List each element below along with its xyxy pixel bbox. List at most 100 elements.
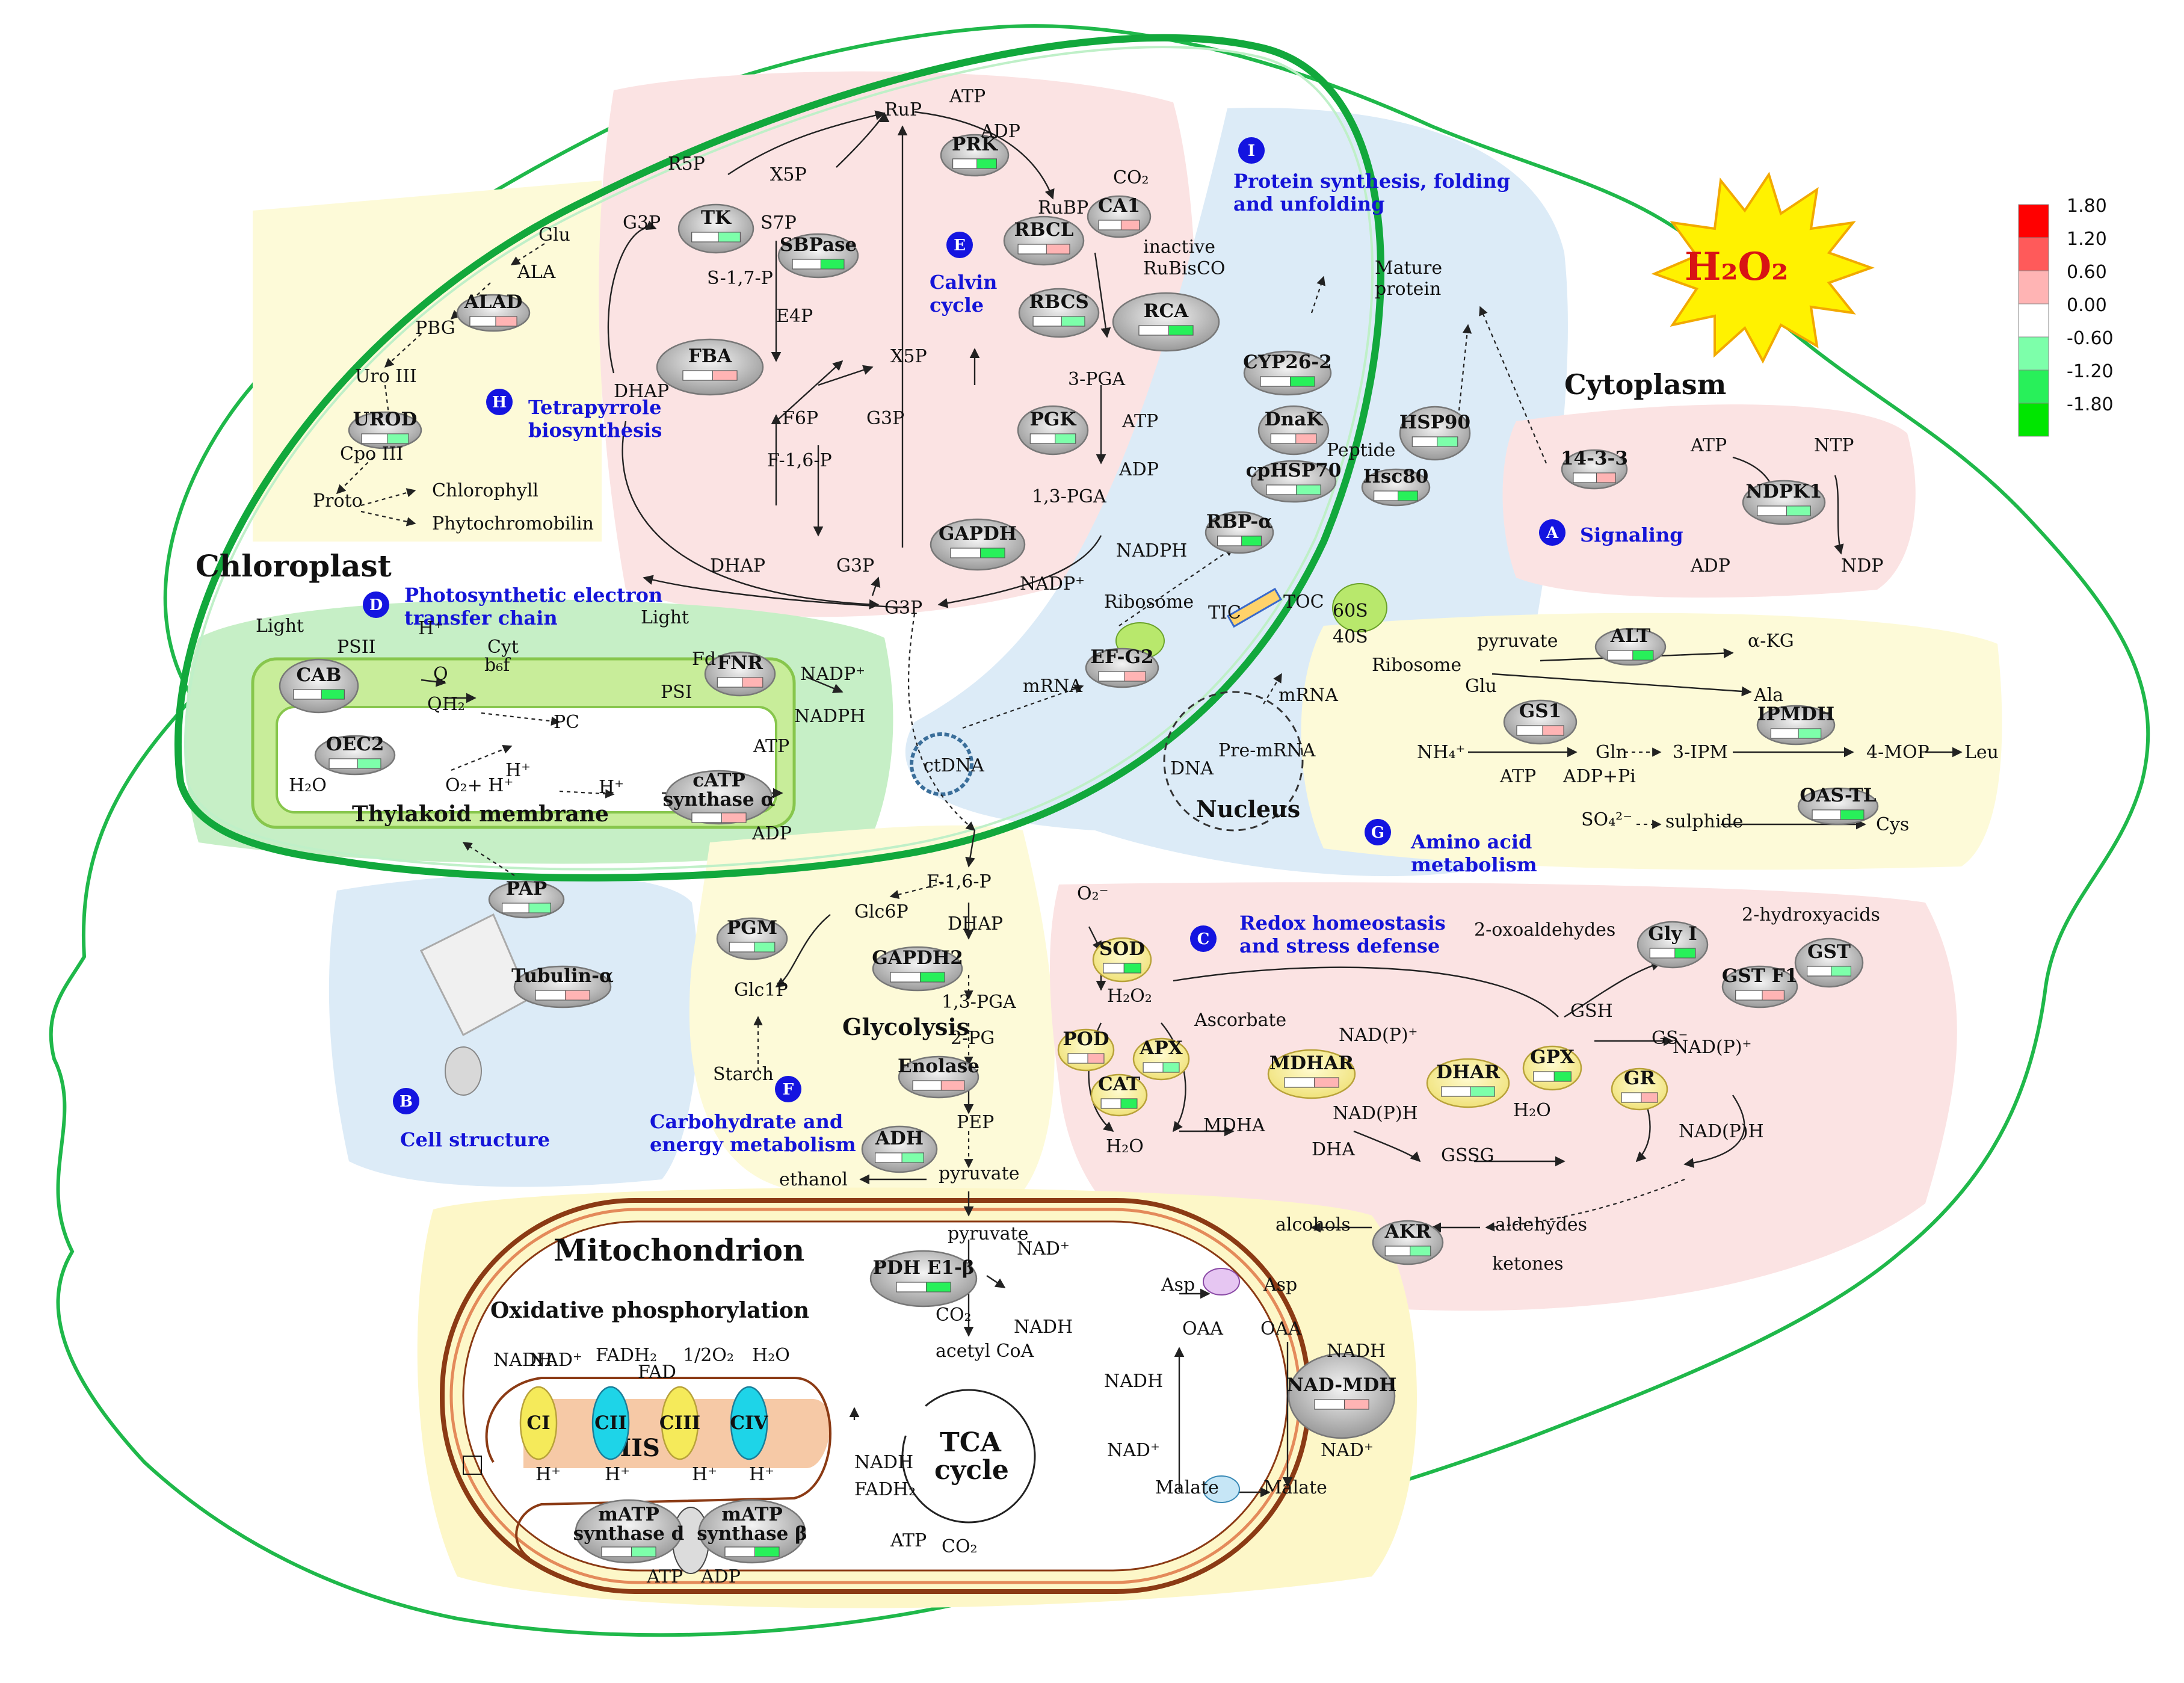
expression-heatmap xyxy=(601,1546,656,1557)
protein-fnr[interactable]: FNR xyxy=(704,651,776,697)
expression-heatmap xyxy=(1270,433,1317,444)
protein-rbcs[interactable]: RBCS xyxy=(1018,288,1100,338)
metabolite-label: NAD(P)⁺ xyxy=(1339,1025,1417,1046)
metabolite-label: NADPH xyxy=(1116,540,1187,561)
legend-swatch xyxy=(2018,403,2049,437)
protein-rbp[interactable]: RBP-α xyxy=(1205,511,1274,554)
section-id: B xyxy=(399,1093,413,1111)
protein-cat[interactable]: CAT xyxy=(1090,1073,1148,1117)
metabolite-label: H⁺ xyxy=(505,760,531,781)
protein-gst[interactable]: GST xyxy=(1794,937,1864,988)
protein-cphsp70[interactable]: cpHSP70 xyxy=(1246,460,1342,503)
protein-nad-mdh[interactable]: NAD-MDH xyxy=(1286,1353,1397,1439)
metabolite-label: X5P xyxy=(770,164,807,185)
protein-label: Hsc80 xyxy=(1363,466,1429,487)
protein-cii[interactable]: CII xyxy=(591,1386,630,1460)
metabolite-label: NADH xyxy=(493,1350,552,1371)
protein-apx[interactable]: APX xyxy=(1132,1037,1190,1081)
protein-hsc80[interactable]: Hsc80 xyxy=(1361,466,1431,507)
metabolite-label: OAA xyxy=(1182,1318,1223,1339)
protein-label: synthase α xyxy=(663,789,776,811)
metabolite-label: ATP xyxy=(949,86,986,107)
protein-mdhar[interactable]: MDHAR xyxy=(1267,1049,1356,1099)
protein-ci[interactable]: CI xyxy=(519,1386,558,1460)
metabolite-label: Glu xyxy=(538,224,570,246)
protein-label: MDHAR xyxy=(1269,1052,1354,1074)
protein-enolase[interactable]: Enolase xyxy=(898,1055,979,1099)
protein-sod[interactable]: SOD xyxy=(1092,937,1152,983)
protein-label: ALT xyxy=(1610,625,1650,647)
protein-pgk[interactable]: PGK xyxy=(1017,405,1089,455)
protein-gly-i[interactable]: Gly I xyxy=(1636,921,1709,969)
expression-heatmap xyxy=(896,1282,951,1292)
protein-gpx[interactable]: GPX xyxy=(1522,1045,1582,1091)
protein-ef-g2[interactable]: EF-G2 xyxy=(1085,646,1159,688)
expression-heatmap xyxy=(682,370,738,381)
protein-tubulin[interactable]: Tubulin-α xyxy=(511,965,614,1008)
protein-civ[interactable]: CIV xyxy=(730,1386,769,1460)
metabolite-label: H⁺ xyxy=(418,618,443,639)
tca-label-1: TCA xyxy=(940,1427,1002,1458)
protein-rbcl[interactable]: RBCL xyxy=(1003,215,1085,266)
protein-sbpase[interactable]: SBPase xyxy=(777,233,859,279)
protein-hsp90[interactable]: HSP90 xyxy=(1399,406,1471,461)
section-title: Carbohydrate and xyxy=(650,1110,843,1133)
cytoplasm-label: Cytoplasm xyxy=(1564,368,1726,401)
metabolite-label: Light xyxy=(256,616,304,637)
protein-label: CIV xyxy=(730,1412,768,1434)
protein-tk[interactable]: TK xyxy=(677,203,754,254)
protein-oec2[interactable]: OEC2 xyxy=(314,733,396,776)
expression-heatmap xyxy=(1807,966,1852,977)
protein-oas-tl[interactable]: OAS-TL xyxy=(1797,785,1879,826)
protein-fba[interactable]: FBA xyxy=(656,338,764,396)
protein-gr[interactable]: GR xyxy=(1611,1067,1668,1111)
protein-label: GPX xyxy=(1530,1046,1575,1068)
protein-ca1[interactable]: CA1 xyxy=(1087,195,1152,238)
protein-alt[interactable]: ALT xyxy=(1594,625,1667,666)
protein-prk[interactable]: PRK xyxy=(940,134,1010,177)
metabolite-label: mRNA xyxy=(1023,676,1082,697)
protein-14-3-3[interactable]: 14-3-3 xyxy=(1561,448,1628,490)
protein-pgm[interactable]: PGM xyxy=(716,917,788,960)
metabolite-label: S-1,7-P xyxy=(707,268,773,289)
protein-alad[interactable]: ALAD xyxy=(456,291,531,332)
protein-gst-f1[interactable]: GST F1 xyxy=(1721,965,1798,1008)
protein-rca[interactable]: RCA xyxy=(1112,292,1220,352)
protein-gapdh2[interactable]: GAPDH2 xyxy=(872,946,963,992)
protein-gs1[interactable]: GS1 xyxy=(1503,699,1578,745)
section-id: E xyxy=(954,236,966,255)
protein-cab[interactable]: CAB xyxy=(279,658,359,714)
protein-label: GST xyxy=(1807,941,1851,963)
protein-dhar[interactable]: DHAR xyxy=(1426,1058,1510,1108)
protein-adh[interactable]: ADH xyxy=(861,1125,938,1173)
metabolite-label: ATP xyxy=(646,1566,683,1587)
expression-heatmap xyxy=(890,972,945,983)
protein-ipmdh[interactable]: IPMDH xyxy=(1756,703,1836,746)
metabolite-label: PC xyxy=(554,712,579,733)
section-title: Calvin xyxy=(930,271,997,294)
legend-tick: 1.80 xyxy=(2067,196,2107,217)
protein-label: EF-G2 xyxy=(1090,646,1153,668)
protein-ndpk1[interactable]: NDPK1 xyxy=(1742,480,1826,525)
protein-dnak[interactable]: DnaK xyxy=(1257,405,1330,455)
metabolite-label: Chlorophyll xyxy=(432,480,538,501)
protein-gapdh[interactable]: GAPDH xyxy=(930,518,1026,571)
protein-label: NAD-MDH xyxy=(1286,1374,1396,1396)
metabolite-label: Asp xyxy=(1161,1274,1195,1295)
protein-pod[interactable]: POD xyxy=(1057,1028,1115,1072)
protein-cyp26-2[interactable]: CYP26-2 xyxy=(1243,350,1332,396)
metabolite-label: DNA xyxy=(1170,758,1214,779)
protein-ciii[interactable]: CIII xyxy=(659,1386,700,1460)
legend-tick: -0.60 xyxy=(2067,328,2114,349)
protein-urod[interactable]: UROD xyxy=(348,409,422,449)
protein-pdh-e1[interactable]: PDH E1-β xyxy=(869,1250,978,1308)
metabolite-label: Cys xyxy=(1876,814,1909,835)
protein-akr[interactable]: AKR xyxy=(1372,1220,1444,1265)
protein-pap[interactable]: PAP xyxy=(488,878,565,919)
expression-heatmap xyxy=(469,316,517,327)
